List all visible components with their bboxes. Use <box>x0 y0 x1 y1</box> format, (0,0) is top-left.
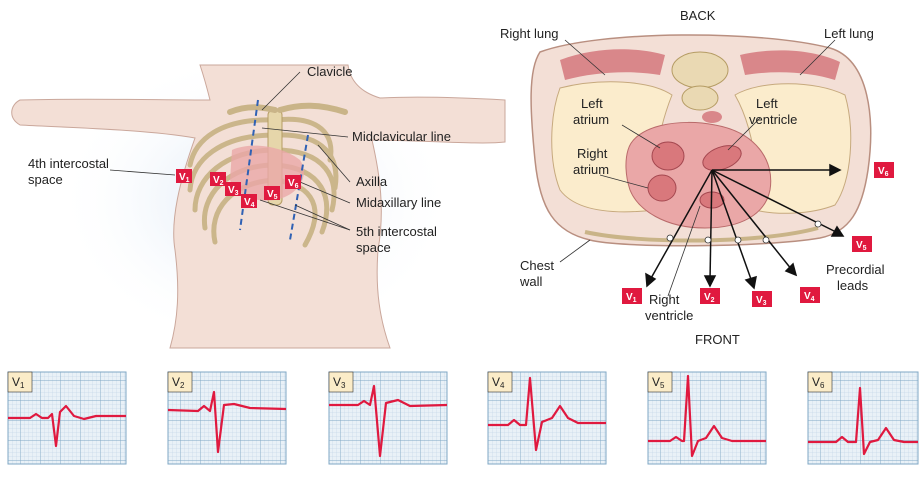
right-atrium-label-line1: Right <box>577 146 608 161</box>
chest-cross-section <box>531 35 871 246</box>
left-ventricle-label-line1: Left <box>756 96 778 111</box>
torso-lead-v4: V4 <box>241 194 257 209</box>
cross-lead-v5: V5 <box>852 236 872 252</box>
cross-lead-v4: V4 <box>800 287 820 303</box>
front-label: FRONT <box>695 332 740 347</box>
left-atrium-label-line1: Left <box>581 96 603 111</box>
left-ventricle-label-line2: ventricle <box>749 112 797 127</box>
right-atrium-label-line2: atrium <box>573 162 609 177</box>
midaxillary-line-label: Midaxillary line <box>356 195 441 210</box>
left-atrium-label-line2: atrium <box>573 112 609 127</box>
torso-lead-v1: V1 <box>176 169 192 184</box>
ecg-strip-v6: V6 <box>808 372 918 464</box>
fourth-intercostal-label-line2: space <box>28 172 63 187</box>
right-lung-label: Right lung <box>500 26 559 41</box>
torso-lead-v2: V2 <box>210 172 226 187</box>
fourth-intercostal-label-line1: 4th intercostal <box>28 156 109 171</box>
chest-wall-label-line2: wall <box>519 274 543 289</box>
chest-wall-label-line1: Chest <box>520 258 554 273</box>
ecg-strip-v2: V2 <box>168 372 286 464</box>
midclavicular-line-label: Midclavicular line <box>352 129 451 144</box>
back-label: BACK <box>680 8 716 23</box>
ecg-strip-v1: V1 <box>8 372 126 464</box>
cross-lead-v1: V1 <box>622 288 642 304</box>
torso-lead-v6: V6 <box>285 175 301 190</box>
ecg-strip-v3: V3 <box>329 372 447 464</box>
precordial-leads-label-line1: Precordial <box>826 262 885 277</box>
fifth-intercostal-label-line2: space <box>356 240 391 255</box>
torso-lead-v3: V3 <box>225 182 241 197</box>
precordial-leads-label-line2: leads <box>837 278 869 293</box>
ecg-strip-v4: V4 <box>488 372 606 464</box>
fifth-intercostal-label-line1: 5th intercostal <box>356 224 437 239</box>
axilla-label: Axilla <box>356 174 388 189</box>
cross-lead-v6: V6 <box>874 162 894 178</box>
cross-lead-v3: V3 <box>752 291 772 307</box>
torso-lead-v5: V5 <box>264 186 280 201</box>
ecg-strip-v5: V5 <box>648 372 766 464</box>
cross-lead-v2: V2 <box>700 288 720 304</box>
left-lung-label: Left lung <box>824 26 874 41</box>
right-ventricle-label-line2: ventricle <box>645 308 693 323</box>
clavicle-label: Clavicle <box>307 64 353 79</box>
right-ventricle-label-line1: Right <box>649 292 680 307</box>
